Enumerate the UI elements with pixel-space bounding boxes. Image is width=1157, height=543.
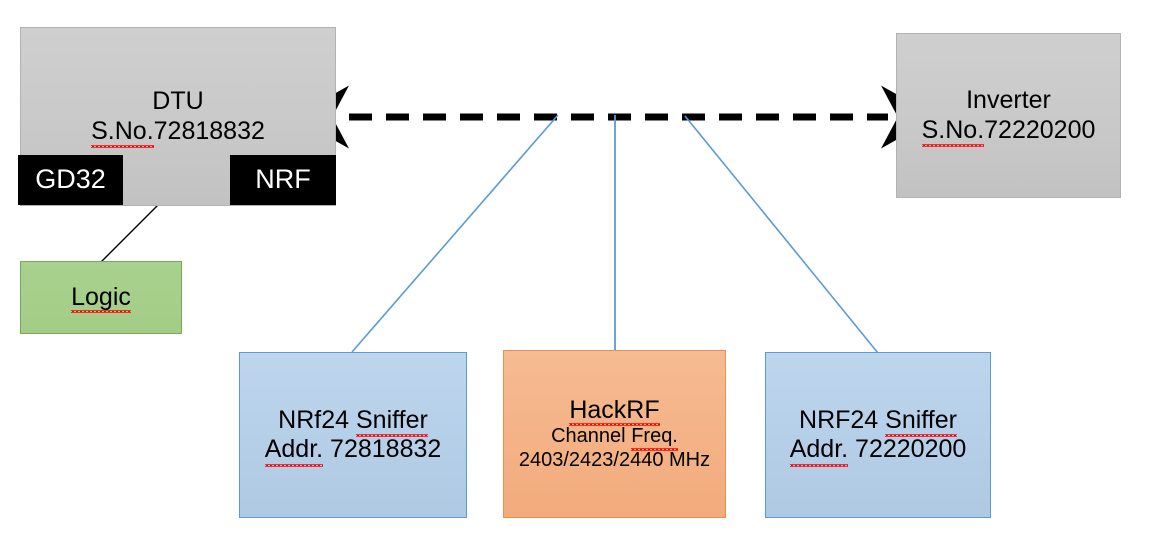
sniffer-left-title: NRf24 Sniffer xyxy=(278,405,428,437)
sniffer-right-addr-prefix: Addr. xyxy=(789,435,849,466)
inverter-serial: S.No.72220200 xyxy=(921,115,1096,147)
hackrf-freq-word: Freq. xyxy=(631,425,678,451)
logic-analyzer[interactable]: Logic xyxy=(20,261,182,334)
inverter-title: Inverter xyxy=(966,86,1051,114)
sniffer-right-address: Addr. 72220200 xyxy=(789,435,967,466)
hackrf-title: HackRF xyxy=(569,395,660,426)
hackrf-frequencies: 2403/2423/2440 MHz xyxy=(518,448,711,471)
sniffer-left-address: Addr. 72818832 xyxy=(264,435,442,466)
dtu-title: DTU xyxy=(152,87,204,115)
dtu-serial-value: 72818832 xyxy=(153,116,265,145)
sniffer-right-title: NRF24 Sniffer xyxy=(799,405,957,437)
hackrf-channel-label: Channel Freq. xyxy=(551,425,678,451)
sniffer-left-addr-value: 72818832 xyxy=(330,435,442,463)
sniffer-right-chip: NRF24 xyxy=(799,405,879,434)
sniffer-right-addr-value: 72220200 xyxy=(855,435,967,463)
hackrf-channel-word: Channel xyxy=(551,425,626,448)
hackrf-sdr[interactable]: HackRF Channel Freq. 2403/2423/2440 MHz xyxy=(503,350,726,518)
inverter-module[interactable]: Inverter S.No.72220200 xyxy=(896,33,1121,198)
sniffer-left-chip: NRf24 xyxy=(278,405,350,434)
sniffer-left-role: Sniffer xyxy=(356,405,428,437)
gd32-chip[interactable]: GD32 xyxy=(18,155,123,205)
nrf-chip[interactable]: NRF xyxy=(230,155,336,205)
sniffer-left[interactable]: NRf24 Sniffer Addr. 72818832 xyxy=(239,352,467,518)
inverter-serial-value: 72220200 xyxy=(984,115,1096,144)
sniffer-right[interactable]: NRF24 Sniffer Addr. 72220200 xyxy=(765,352,991,518)
inverter-serial-prefix: S.No. xyxy=(921,115,985,147)
nrf-label: NRF xyxy=(255,164,311,195)
gd32-label: GD32 xyxy=(35,164,106,195)
sniffer-left-addr-prefix: Addr. xyxy=(264,435,324,466)
logic-label: Logic xyxy=(71,282,131,313)
sniffer-left-tap xyxy=(351,114,559,353)
sniffer-right-tap xyxy=(684,115,879,354)
sniffer-right-role: Sniffer xyxy=(885,405,957,437)
dtu-serial-prefix: S.No. xyxy=(91,116,154,148)
dtu-serial: S.No.72818832 xyxy=(91,116,265,148)
